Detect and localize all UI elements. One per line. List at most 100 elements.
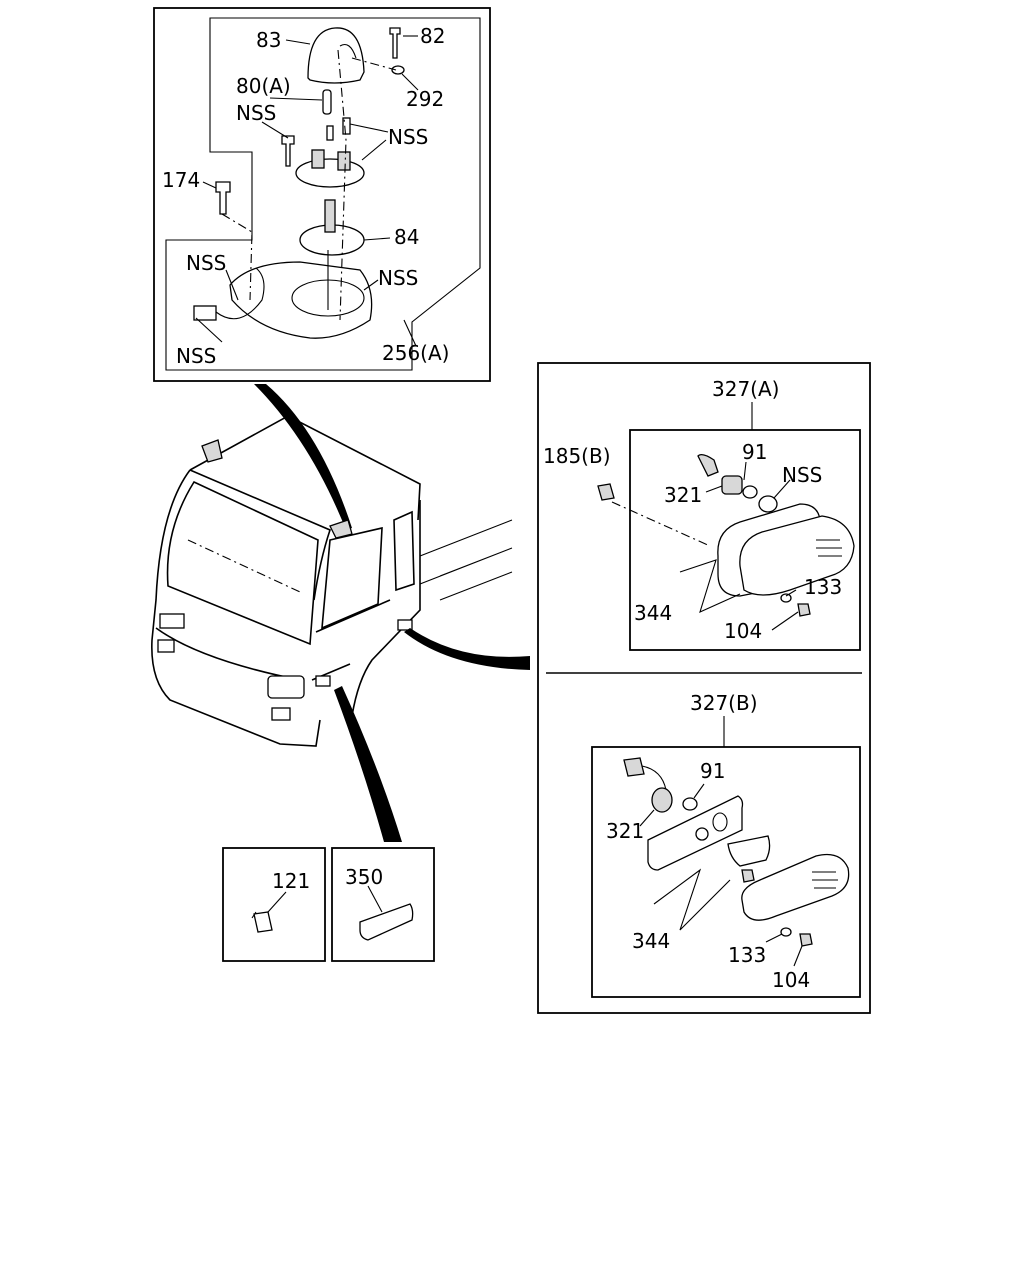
cab-roof <box>189 415 421 521</box>
leader-nss-left <box>261 121 289 139</box>
leader-91a <box>743 461 747 481</box>
socket-321b <box>651 787 673 813</box>
washer-133a <box>780 593 792 603</box>
connector <box>193 305 217 321</box>
bracket-flap <box>727 835 771 867</box>
socket-plate <box>295 158 365 188</box>
small-left-border <box>222 847 326 962</box>
callout-wedge-right <box>404 628 530 670</box>
bolt-axis <box>221 213 253 301</box>
cab-front <box>151 469 321 747</box>
leader-84 <box>363 237 391 241</box>
beacon-inset: 83 82 80(A) 292 NSS NSS 174 84 NSS NSS N… <box>153 7 491 382</box>
base-256a <box>229 261 373 339</box>
cab-side <box>351 500 421 717</box>
label-104a: 104 <box>724 619 762 643</box>
leader-292 <box>401 73 419 91</box>
label-nss-top-right: NSS <box>388 125 428 149</box>
windscreen <box>166 480 319 646</box>
assembly-b-box <box>591 746 861 998</box>
label-104b: 104 <box>772 968 810 992</box>
leader-nss-right <box>349 123 389 161</box>
socket-wire-b <box>623 757 645 777</box>
truck-cab <box>151 415 513 747</box>
screw-104b <box>799 933 813 947</box>
headlamp <box>267 675 305 699</box>
leader-nss-harness <box>225 269 239 301</box>
washer-133b <box>780 927 792 937</box>
assembly-b: 327(B) 91 321 344 133 <box>591 691 861 998</box>
label-344a: 344 <box>634 601 672 625</box>
socket-wire-a <box>697 454 719 477</box>
label-83: 83 <box>256 28 281 52</box>
leader-133a <box>785 589 797 597</box>
socket-321a <box>721 475 743 495</box>
label-344b: 344 <box>632 929 670 953</box>
beacon-inset-border <box>153 7 491 382</box>
bumper-top <box>155 627 301 681</box>
reflector-350 <box>359 903 414 941</box>
cab-front-top <box>189 469 331 601</box>
label-nss-a: NSS <box>782 463 822 487</box>
bracket-344b <box>647 795 744 871</box>
marker-lamp-left <box>201 439 223 463</box>
lens-a <box>739 515 855 596</box>
label-nss-connector: NSS <box>176 344 216 368</box>
label-nss-base: NSS <box>378 266 418 290</box>
label-174: 174 <box>162 168 200 192</box>
bulb-91a <box>742 485 758 499</box>
lamp-121 <box>253 911 273 933</box>
fog-lamp-left <box>159 613 185 629</box>
label-121: 121 <box>272 869 310 893</box>
label-292: 292 <box>406 87 444 111</box>
small-right-inset: 350 <box>331 847 435 962</box>
label-185b: 185(B) <box>543 444 611 468</box>
assembly-a-box <box>629 429 861 651</box>
pin-nss-2 <box>342 117 351 135</box>
leader-104a <box>771 611 799 631</box>
label-91b: 91 <box>700 759 725 783</box>
side-lamp-lower <box>315 675 331 687</box>
screw-82 <box>389 27 401 59</box>
label-321b: 321 <box>606 819 644 843</box>
small-left-inset: 121 <box>222 847 326 962</box>
callout-wedge-bottom <box>334 686 402 842</box>
nut-b <box>695 827 709 841</box>
stud <box>324 199 336 233</box>
small-right-border <box>331 847 435 962</box>
leader-83 <box>285 39 311 45</box>
pin-80a <box>322 89 332 115</box>
label-84: 84 <box>394 225 419 249</box>
leader-321a <box>705 485 723 493</box>
chassis-rails <box>419 519 513 601</box>
lens-b <box>741 853 850 921</box>
lens-ribs-a <box>816 539 842 557</box>
label-nss-top-left: NSS <box>236 101 276 125</box>
axis-185b <box>611 501 711 547</box>
washer-292 <box>391 65 405 75</box>
label-327a: 327(A) <box>712 377 779 401</box>
side-lamp-upper <box>397 619 413 631</box>
lower-lamp <box>271 707 291 721</box>
screw-axis <box>351 57 397 71</box>
leader-91b <box>693 783 705 799</box>
assembly-a: 327(A) 185(B) 91 NSS 321 133 <box>543 377 861 651</box>
label-80a: 80(A) <box>236 74 291 98</box>
label-82: 82 <box>420 24 445 48</box>
label-327b: 327(B) <box>690 691 758 715</box>
leader-256a <box>403 319 417 347</box>
wiper-line <box>187 539 301 593</box>
leader-nss-a <box>773 479 791 499</box>
leader-174 <box>202 181 217 189</box>
door-window <box>321 526 383 630</box>
turn-lamp-left <box>157 639 175 653</box>
label-256a: 256(A) <box>382 341 449 365</box>
leader-80a <box>269 97 323 101</box>
marker-lamp-right <box>329 519 353 539</box>
label-350: 350 <box>345 865 383 889</box>
leader-344b <box>653 868 731 931</box>
pin-nss-1 <box>326 125 334 141</box>
leader-nss-connector <box>195 317 223 343</box>
